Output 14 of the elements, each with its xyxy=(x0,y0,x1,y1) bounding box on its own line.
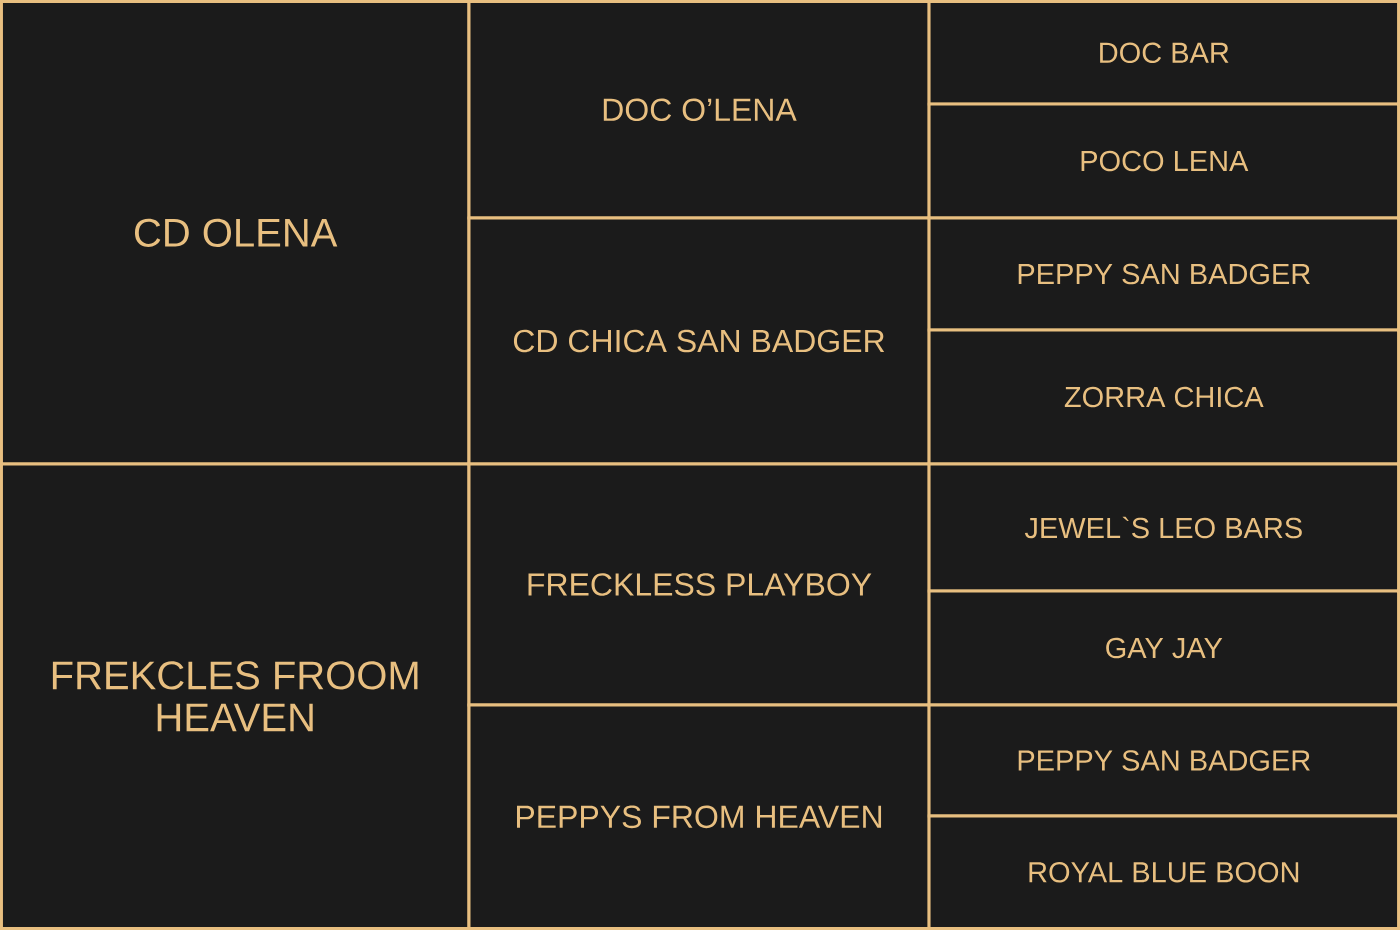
pedigree-cell: DOC O’LENA xyxy=(467,0,931,220)
pedigree-cell: PEPPYS FROM HEAVEN xyxy=(467,703,931,930)
pedigree-cell: FRECKLESS PLAYBOY xyxy=(467,462,931,707)
pedigree-cell: POCO LENA xyxy=(927,102,1400,220)
pedigree-cell: PEPPY SAN BADGER xyxy=(927,703,1400,818)
pedigree-cell: PEPPY SAN BADGER xyxy=(927,216,1400,332)
pedigree-cell: ROYAL BLUE BOON xyxy=(927,814,1400,930)
pedigree-cell: CD OLENA xyxy=(0,0,471,466)
pedigree-cell: JEWEL`S LEO BARS xyxy=(927,462,1400,593)
pedigree-cell: GAY JAY xyxy=(927,589,1400,707)
pedigree-cell: ZORRA CHICA xyxy=(927,328,1400,466)
pedigree-cell: CD CHICA SAN BADGER xyxy=(467,216,931,466)
pedigree-cell: DOC BAR xyxy=(927,0,1400,106)
pedigree-cell: FREKCLES FROOM HEAVEN xyxy=(0,462,471,930)
